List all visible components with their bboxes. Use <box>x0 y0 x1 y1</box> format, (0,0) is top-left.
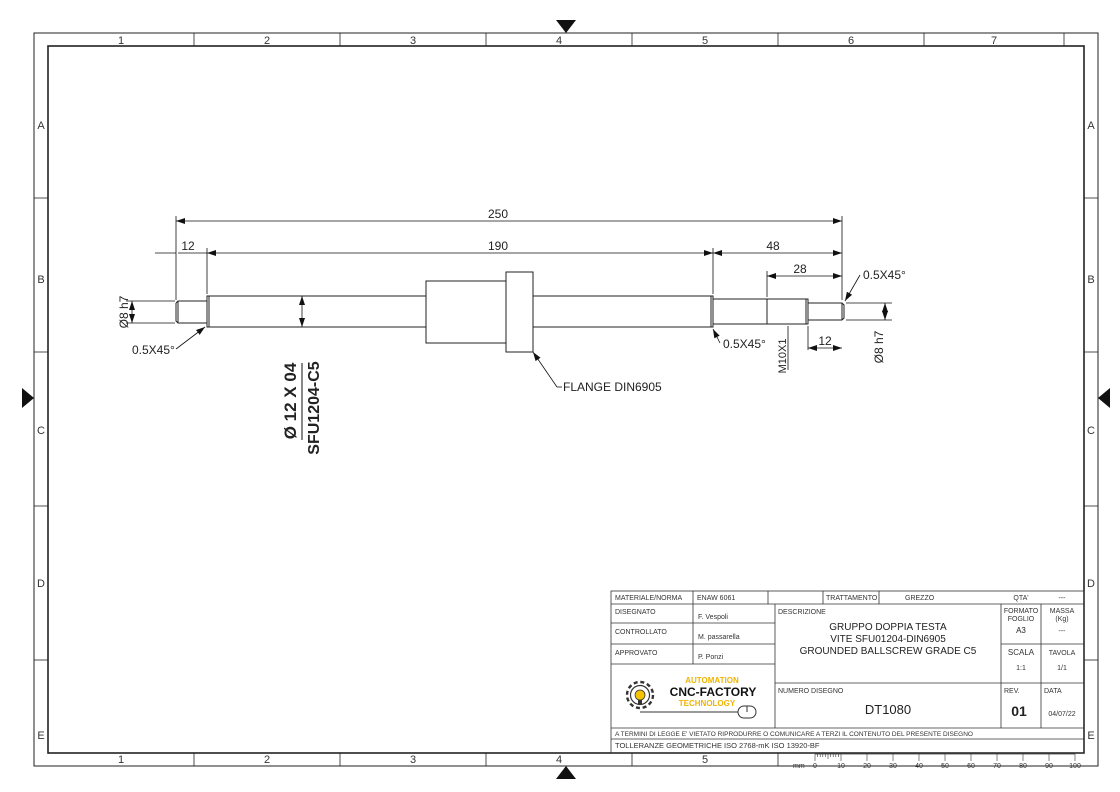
cnc-factory-logo: AUTOMATION CNC-FACTORY TECHNOLOGY <box>625 676 757 719</box>
row-label-left: D <box>37 578 45 590</box>
dim-left-journal: 12 <box>181 239 195 253</box>
mass-label-2: (Kg) <box>1055 616 1068 623</box>
scale-label: 80 <box>1019 763 1027 770</box>
logo-line-1: AUTOMATION <box>685 676 739 685</box>
left-diameter-label: Ø8 h7 <box>117 295 131 328</box>
scale-label: 70 <box>993 763 1001 770</box>
col-label-top: 6 <box>848 35 854 47</box>
dimension-texts: 250 12 190 48 28 12 0.5X45° 0.5X45° 0.5X… <box>117 207 906 455</box>
rev-value: 01 <box>1011 703 1027 719</box>
centering-marks <box>22 20 1110 779</box>
scale-labels: 0 10 20 30 40 50 60 70 80 90 100 <box>813 763 1081 770</box>
drawing-number-label: NUMERO DISEGNO <box>778 688 844 695</box>
date-value: 04/07/22 <box>1048 711 1075 718</box>
flange-note: FLANGE DIN6905 <box>563 380 662 394</box>
legal-notice: A TERMINI DI LEGGE E' VIETATO RIPRODURRE… <box>615 731 973 738</box>
description-line-3: GROUNDED BALLSCREW GRADE C5 <box>800 646 977 657</box>
scale-label: 20 <box>863 763 871 770</box>
scale-label: 100 <box>1069 763 1081 770</box>
title-block <box>610 590 1085 754</box>
designed-label: DISEGNATO <box>615 609 656 616</box>
title-block-texts: MATERIALE/NORMA ENAW 6061 TRATTAMENTO GR… <box>615 595 1076 750</box>
row-label-right: E <box>1087 730 1094 742</box>
dim-right-section: 48 <box>766 239 780 253</box>
material-value: ENAW 6061 <box>697 595 735 602</box>
description-line-1: GRUPPO DOPPIA TESTA <box>829 622 947 633</box>
description-label: DESCRIZIONE <box>778 609 826 616</box>
row-label-left: C <box>37 425 45 437</box>
approved-label: APPROVATO <box>615 650 658 657</box>
checked-value: M. passarella <box>698 634 740 641</box>
scale-label: 0 <box>813 763 817 770</box>
sheet-label: TAVOLA <box>1049 650 1076 657</box>
scale-label: 10 <box>837 763 845 770</box>
checked-label: CONTROLLATO <box>615 629 667 636</box>
col-label-top: 7 <box>991 35 997 47</box>
designed-value: F. Vespoli <box>698 614 728 621</box>
dim-end-journal: 12 <box>818 334 832 348</box>
col-label-bottom: 3 <box>410 754 416 766</box>
description-line-2: VITE SFU01204-DIN6905 <box>830 634 946 645</box>
approved-value: P. Ponzi <box>698 654 724 661</box>
dim-thread-length: 28 <box>793 262 807 276</box>
dimension-lines <box>126 216 892 388</box>
logo-line-3: TECHNOLOGY <box>679 699 736 708</box>
row-label-right: C <box>1087 425 1095 437</box>
date-label: DATA <box>1044 688 1062 695</box>
row-label-left: E <box>37 730 44 742</box>
scale-label: 40 <box>915 763 923 770</box>
col-label-top: 1 <box>118 35 124 47</box>
col-label-top: 2 <box>264 35 270 47</box>
row-label-right: A <box>1087 120 1095 132</box>
scale-label: 30 <box>889 763 897 770</box>
rev-label: REV. <box>1004 688 1020 695</box>
row-label-left: B <box>37 274 44 286</box>
scale-label: SCALA <box>1008 648 1035 657</box>
treatment-label: TRATTAMENTO <box>826 595 878 602</box>
scale-label: 50 <box>941 763 949 770</box>
mass-label-1: MASSA <box>1050 608 1075 615</box>
drawing-number: DT1080 <box>865 702 911 717</box>
thread-size-label: M10X1 <box>777 339 789 374</box>
treatment-value: GREZZO <box>905 595 935 602</box>
dim-main-length: 190 <box>488 239 508 253</box>
scale-ticks <box>814 754 1076 761</box>
ballscrew-shaft <box>175 271 845 353</box>
col-label-bottom: 1 <box>118 754 124 766</box>
qty-label: QTA' <box>1013 595 1028 602</box>
sheet-value: 1/1 <box>1057 665 1067 672</box>
col-label-bottom: 5 <box>702 754 708 766</box>
col-label-bottom: 2 <box>264 754 270 766</box>
tolerances-note: TOLLERANZE GEOMETRICHE ISO 2768-mK ISO 1… <box>615 741 820 750</box>
col-label-top: 5 <box>702 35 708 47</box>
format-value: A3 <box>1016 626 1026 635</box>
col-label-top: 4 <box>556 35 562 47</box>
chamfer-left-label: 0.5X45° <box>132 343 175 357</box>
zone-labels: 1 2 3 4 5 6 7 1 2 3 4 5 A B C D E A B C … <box>37 35 1095 766</box>
scale-value: 1:1 <box>1016 665 1026 672</box>
row-label-right: D <box>1087 578 1095 590</box>
right-diameter-label: Ø8 h7 <box>872 330 886 363</box>
format-label-2: FOGLIO <box>1008 616 1035 623</box>
screw-size-label: Ø 12 X 04 <box>281 362 300 439</box>
gear-icon <box>625 680 655 710</box>
col-label-bottom: 4 <box>556 754 562 766</box>
chamfer-middle-label: 0.5X45° <box>723 337 766 351</box>
format-label-1: FORMATO <box>1004 608 1039 615</box>
material-label: MATERIALE/NORMA <box>615 595 682 602</box>
scale-label: 90 <box>1045 763 1053 770</box>
dim-overall: 250 <box>488 207 508 221</box>
screw-code-label: SFU1204-C5 <box>306 361 323 454</box>
qty-value: --- <box>1059 595 1067 602</box>
chamfer-right-label: 0.5X45° <box>863 268 906 282</box>
mass-value: --- <box>1059 628 1067 635</box>
scale-label: 60 <box>967 763 975 770</box>
scale-unit: mm <box>793 763 805 770</box>
row-label-left: A <box>37 120 45 132</box>
logo-line-2: CNC-FACTORY <box>670 685 757 699</box>
col-label-top: 3 <box>410 35 416 47</box>
row-label-right: B <box>1087 274 1094 286</box>
